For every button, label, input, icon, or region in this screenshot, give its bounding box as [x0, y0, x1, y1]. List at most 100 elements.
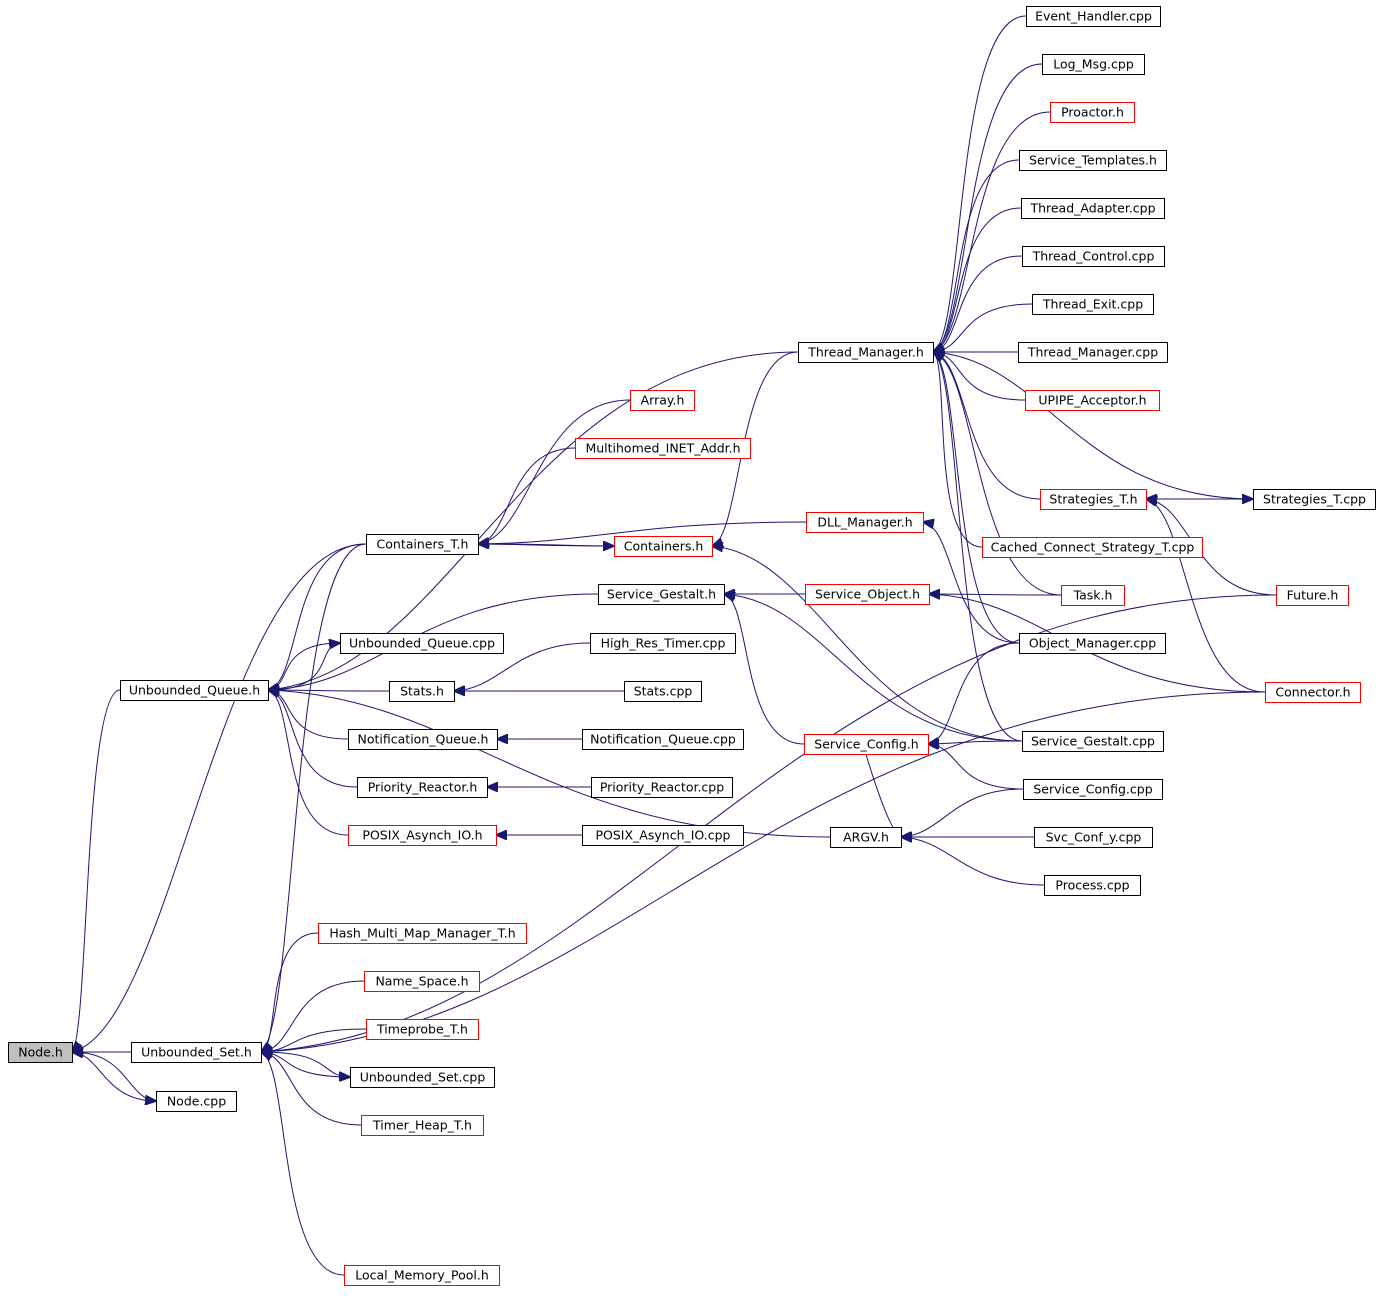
node-timer-heap-t-h[interactable]: Timer_Heap_T.h: [361, 1115, 484, 1136]
node-upipe-acceptor-h[interactable]: UPIPE_Acceptor.h: [1025, 390, 1160, 411]
node-name-space-h[interactable]: Name_Space.h: [364, 971, 480, 992]
node-future-h[interactable]: Future.h: [1276, 585, 1349, 606]
node-high-res-timer-cpp[interactable]: High_Res_Timer.cpp: [590, 633, 736, 654]
node-containers-h[interactable]: Containers.h: [614, 536, 713, 557]
node-label: Timeprobe_T.h: [376, 1022, 468, 1037]
node-argv-h[interactable]: ARGV.h: [830, 827, 902, 848]
node-thread-adapter-cpp[interactable]: Thread_Adapter.cpp: [1021, 198, 1165, 219]
node-containers-t-h[interactable]: Containers_T.h: [366, 534, 479, 555]
edge-dll_manager_h-to-containers_t_h: [478, 521, 807, 544]
node-stats-h[interactable]: Stats.h: [389, 681, 455, 702]
node-label: POSIX_Asynch_IO.h: [362, 828, 482, 843]
node-service-object-h[interactable]: Service_Object.h: [805, 584, 930, 605]
node-unbounded-queue-cpp[interactable]: Unbounded_Queue.cpp: [340, 633, 504, 654]
node-unbounded-queue-h[interactable]: Unbounded_Queue.h: [120, 680, 269, 701]
node-box: [582, 729, 744, 750]
node-event-handler-cpp[interactable]: Event_Handler.cpp: [1026, 6, 1161, 27]
node-stats-cpp[interactable]: Stats.cpp: [624, 681, 702, 702]
node-label: Unbounded_Queue.h: [129, 683, 260, 698]
node-box: [366, 534, 479, 555]
node-box: [131, 1042, 262, 1063]
node-label: Service_Config.h: [814, 737, 918, 752]
node-box: [1044, 875, 1141, 896]
edge-object_manager_cpp-to-dll_manager_h: [923, 522, 1020, 644]
node-service-gestalt-cpp[interactable]: Service_Gestalt.cpp: [1022, 731, 1164, 752]
node-service-gestalt-h[interactable]: Service_Gestalt.h: [598, 584, 725, 605]
node-unbounded-set-h[interactable]: Unbounded_Set.h: [131, 1042, 262, 1063]
node-priority-reactor-h[interactable]: Priority_Reactor.h: [357, 777, 488, 798]
node-box: [350, 1067, 495, 1088]
node-priority-reactor-cpp[interactable]: Priority_Reactor.cpp: [591, 777, 733, 798]
node-box: [1253, 489, 1376, 510]
node-label: Thread_Manager.cpp: [1027, 345, 1158, 360]
node-service-config-cpp[interactable]: Service_Config.cpp: [1023, 779, 1163, 800]
node-service-config-h[interactable]: Service_Config.h: [804, 734, 929, 755]
node-timeprobe-t-h[interactable]: Timeprobe_T.h: [366, 1019, 479, 1040]
node-label: Service_Gestalt.cpp: [1031, 734, 1155, 749]
node-label: Svc_Conf_y.cpp: [1046, 830, 1142, 845]
node-log-msg-cpp[interactable]: Log_Msg.cpp: [1042, 54, 1145, 75]
node-cached-connect-strategy-t-cpp[interactable]: Cached_Connect_Strategy_T.cpp: [982, 537, 1203, 558]
node-svc-conf-y-cpp[interactable]: Svc_Conf_y.cpp: [1034, 827, 1153, 848]
node-service-templates-h[interactable]: Service_Templates.h: [1019, 150, 1167, 171]
node-label: Containers_T.h: [377, 537, 469, 552]
node-notification-queue-cpp[interactable]: Notification_Queue.cpp: [582, 729, 744, 750]
node-label: Object_Manager.cpp: [1029, 636, 1156, 651]
edge-service_gestalt_cpp-to-thread_manager_h: [933, 352, 1023, 742]
node-box: [361, 1115, 484, 1136]
edge-service_gestalt_cpp-to-service_gestalt_h: [724, 594, 1023, 742]
node-label: Strategies_T.cpp: [1263, 492, 1366, 507]
node-label: Service_Templates.h: [1029, 153, 1157, 168]
node-strategies-t-cpp[interactable]: Strategies_T.cpp: [1253, 489, 1376, 510]
node-connector-h[interactable]: Connector.h: [1265, 682, 1361, 703]
edge-event_handler_cpp-to-thread_manager_h: [933, 15, 1027, 352]
node-proactor-h[interactable]: Proactor.h: [1050, 102, 1135, 123]
node-label: Containers.h: [624, 539, 704, 554]
edge-object_manager_cpp-to-service_config_h: [928, 642, 1020, 744]
node-thread-manager-h[interactable]: Thread_Manager.h: [798, 342, 934, 363]
node-label: Service_Object.h: [815, 587, 920, 602]
node-node-cpp[interactable]: Node.cpp: [156, 1091, 237, 1112]
node-box: [1018, 342, 1168, 363]
edge-unbounded_set_cpp-to-unbounded_set_h: [261, 1052, 351, 1078]
edge-local_memory_pool_h-to-unbounded_set_h: [261, 1052, 345, 1276]
node-label: Local_Memory_Pool.h: [355, 1268, 489, 1283]
edge-stats_h-to-unbounded_queue_h: [268, 690, 390, 691]
node-node-h[interactable]: Node.h: [8, 1042, 73, 1063]
node-strategies-t-h[interactable]: Strategies_T.h: [1040, 489, 1147, 510]
node-posix-asynch-io-h[interactable]: POSIX_Asynch_IO.h: [348, 825, 497, 846]
node-task-h[interactable]: Task.h: [1061, 585, 1125, 606]
node-label: Service_Gestalt.h: [607, 587, 716, 602]
node-label: Future.h: [1287, 588, 1339, 603]
node-box: [624, 681, 702, 702]
node-label: DLL_Manager.h: [817, 515, 912, 530]
edge-connector_h-to-strategies_t_h: [1146, 499, 1266, 693]
node-label: Array.h: [641, 393, 685, 408]
edge-timeprobe_t_h-to-unbounded_set_h: [261, 1028, 367, 1052]
node-box: [8, 1042, 73, 1063]
node-label: POSIX_Asynch_IO.cpp: [596, 828, 731, 843]
node-posix-asynch-io-cpp[interactable]: POSIX_Asynch_IO.cpp: [582, 825, 744, 846]
node-label: Hash_Multi_Map_Manager_T.h: [329, 926, 515, 941]
node-local-memory-pool-h[interactable]: Local_Memory_Pool.h: [344, 1265, 500, 1286]
node-unbounded-set-cpp[interactable]: Unbounded_Set.cpp: [350, 1067, 495, 1088]
edge-strategies_t_h-to-thread_manager_h: [933, 352, 1041, 500]
node-hash-multi-map-manager-t-h[interactable]: Hash_Multi_Map_Manager_T.h: [318, 923, 527, 944]
node-dll-manager-h[interactable]: DLL_Manager.h: [806, 512, 924, 533]
edge-cached_connect_strategy_t_cpp-to-thread_manager_h: [933, 352, 983, 548]
node-thread-exit-cpp[interactable]: Thread_Exit.cpp: [1032, 294, 1154, 315]
node-multihomed-inet-addr-h[interactable]: Multihomed_INET_Addr.h: [575, 438, 751, 459]
node-process-cpp[interactable]: Process.cpp: [1044, 875, 1141, 896]
node-label: UPIPE_Acceptor.h: [1038, 393, 1146, 408]
node-notification-queue-h[interactable]: Notification_Queue.h: [348, 729, 498, 750]
node-object-manager-cpp[interactable]: Object_Manager.cpp: [1019, 633, 1166, 654]
node-thread-manager-cpp[interactable]: Thread_Manager.cpp: [1018, 342, 1168, 363]
node-thread-control-cpp[interactable]: Thread_Control.cpp: [1022, 246, 1165, 267]
edge-thread_manager_h-to-unbounded_queue_h: [268, 351, 799, 690]
edge-object_manager_cpp-to-thread_manager_h: [933, 352, 1020, 644]
node-array-h[interactable]: Array.h: [630, 390, 695, 411]
edge-unbounded_set_h-to-unbounded_set_cpp: [260, 1051, 350, 1077]
node-box: [982, 537, 1203, 558]
node-box: [804, 734, 929, 755]
